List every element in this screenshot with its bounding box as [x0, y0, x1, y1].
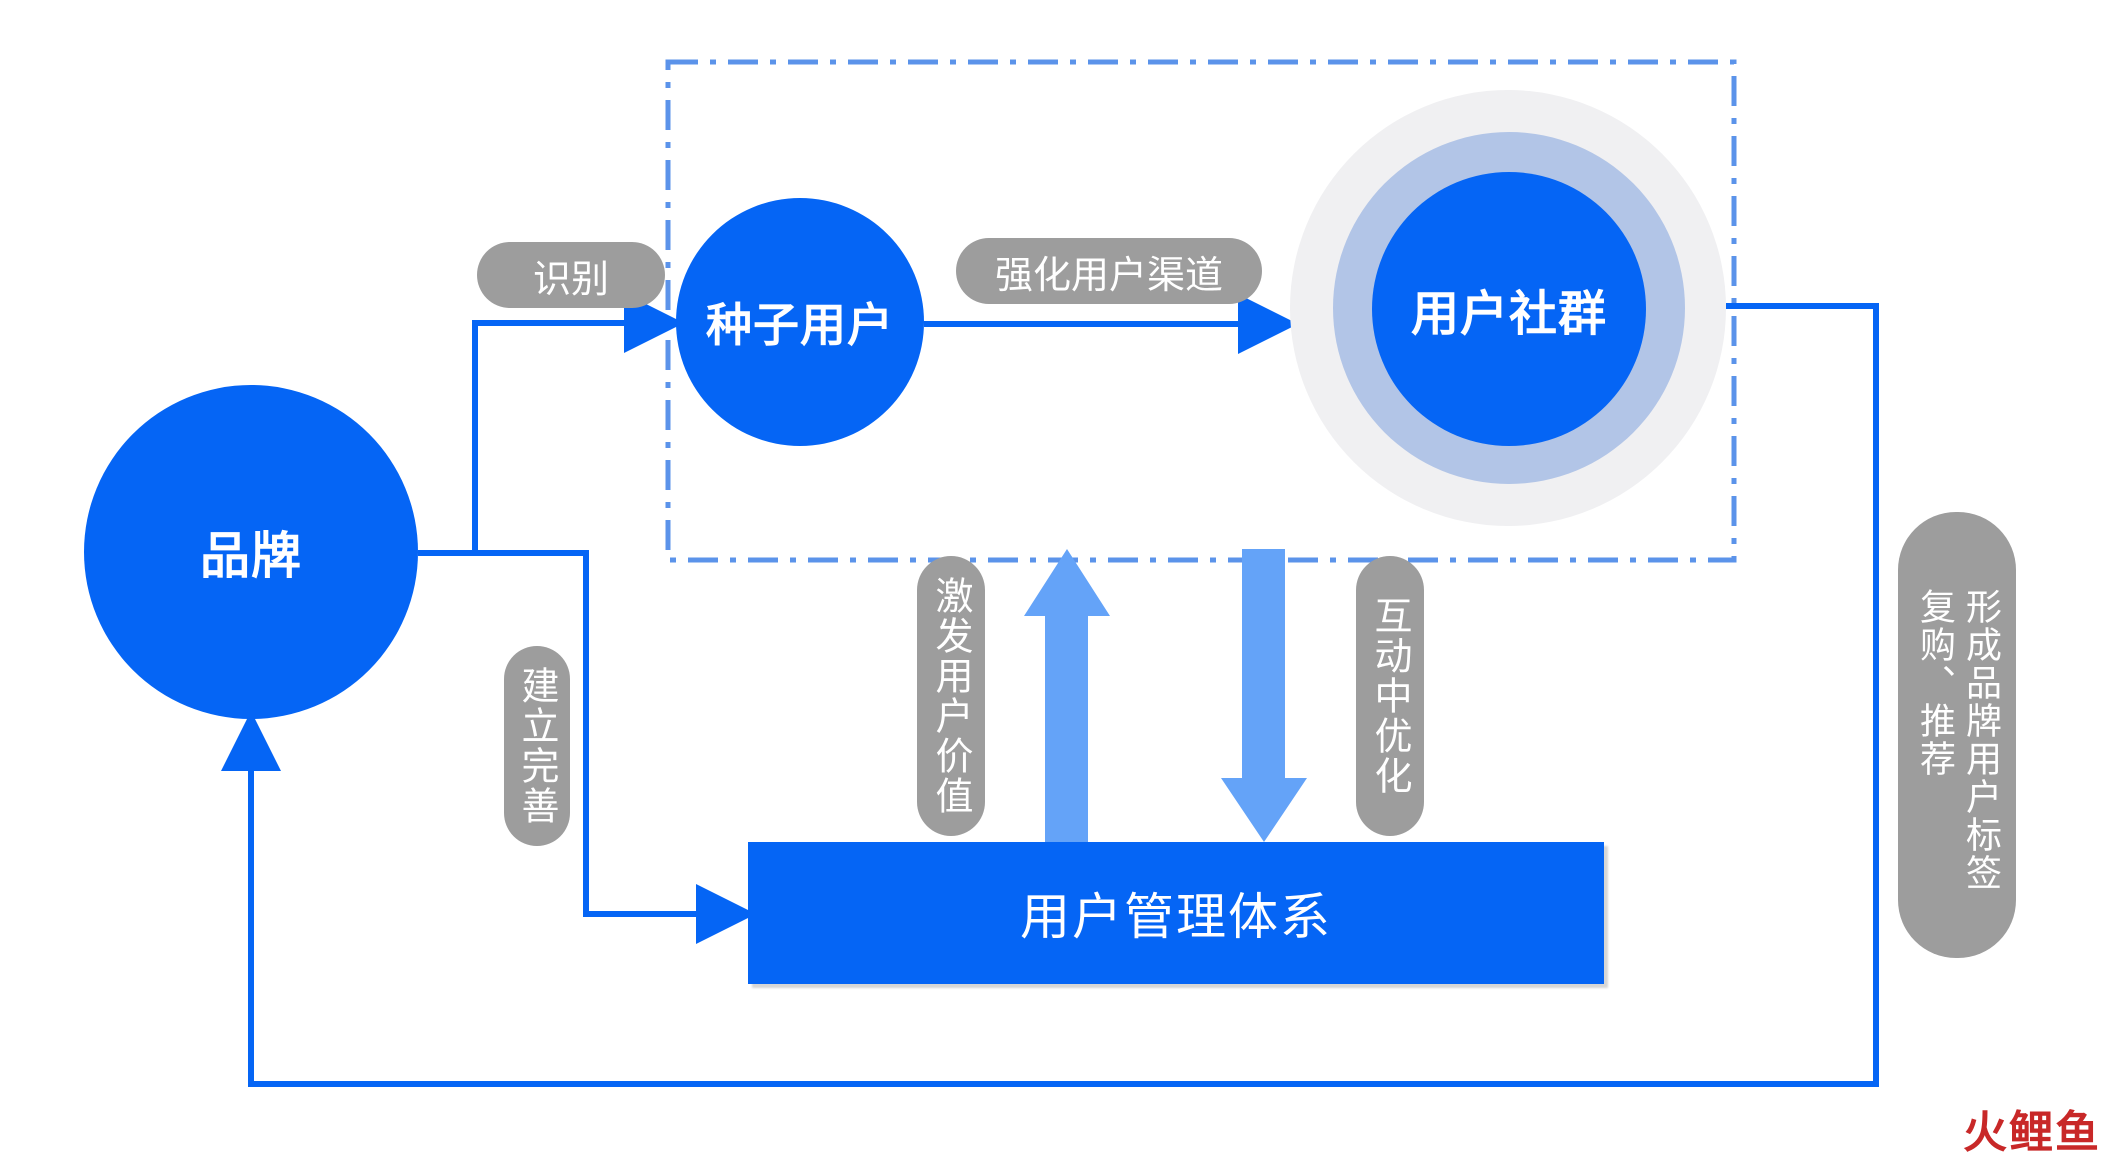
identify-pill: 识别 [477, 242, 665, 308]
strengthen-channel-label: 强化用户渠道 [994, 252, 1223, 297]
inspire-value-pill: 激发用户价值 [917, 556, 985, 836]
connector-brand-to-seed [418, 293, 684, 556]
user-community-node: 用户社群 [1372, 172, 1646, 446]
user-management-system-block: 用户管理体系 [748, 842, 1604, 984]
identify-label: 识别 [532, 256, 609, 301]
build-improve-label: 建立完善 [515, 666, 559, 826]
brand-label: 品牌 [200, 527, 302, 585]
up-arrow-system-to-seed [1024, 549, 1110, 842]
brand-node: 品牌 [84, 385, 418, 719]
user-management-label: 用户管理体系 [1020, 888, 1332, 946]
connector-brand-to-system [418, 550, 756, 944]
seed-users-node: 种子用户 [676, 198, 924, 446]
inspire-value-label: 激发用户价值 [929, 576, 973, 816]
build-improve-pill: 建立完善 [504, 646, 570, 846]
user-community-label: 用户社群 [1410, 286, 1607, 342]
repurchase-recommend-label: 复购、推荐 [1914, 588, 1955, 778]
down-arrow-community-to-system [1221, 549, 1307, 842]
seed-users-label: 种子用户 [706, 298, 894, 352]
watermark-logo: 火鲤鱼 [1963, 1107, 2101, 1158]
brand-tags-pill: 复购、推荐 形成品牌用户标签 [1898, 512, 2016, 958]
connector-community-to-brand [221, 303, 1879, 1087]
strengthen-channel-pill: 强化用户渠道 [956, 238, 1262, 304]
interact-optimize-pill: 互动中优化 [1356, 556, 1424, 836]
form-brand-tags-label: 形成品牌用户标签 [1960, 588, 2001, 892]
interact-optimize-label: 互动中优化 [1368, 596, 1412, 796]
